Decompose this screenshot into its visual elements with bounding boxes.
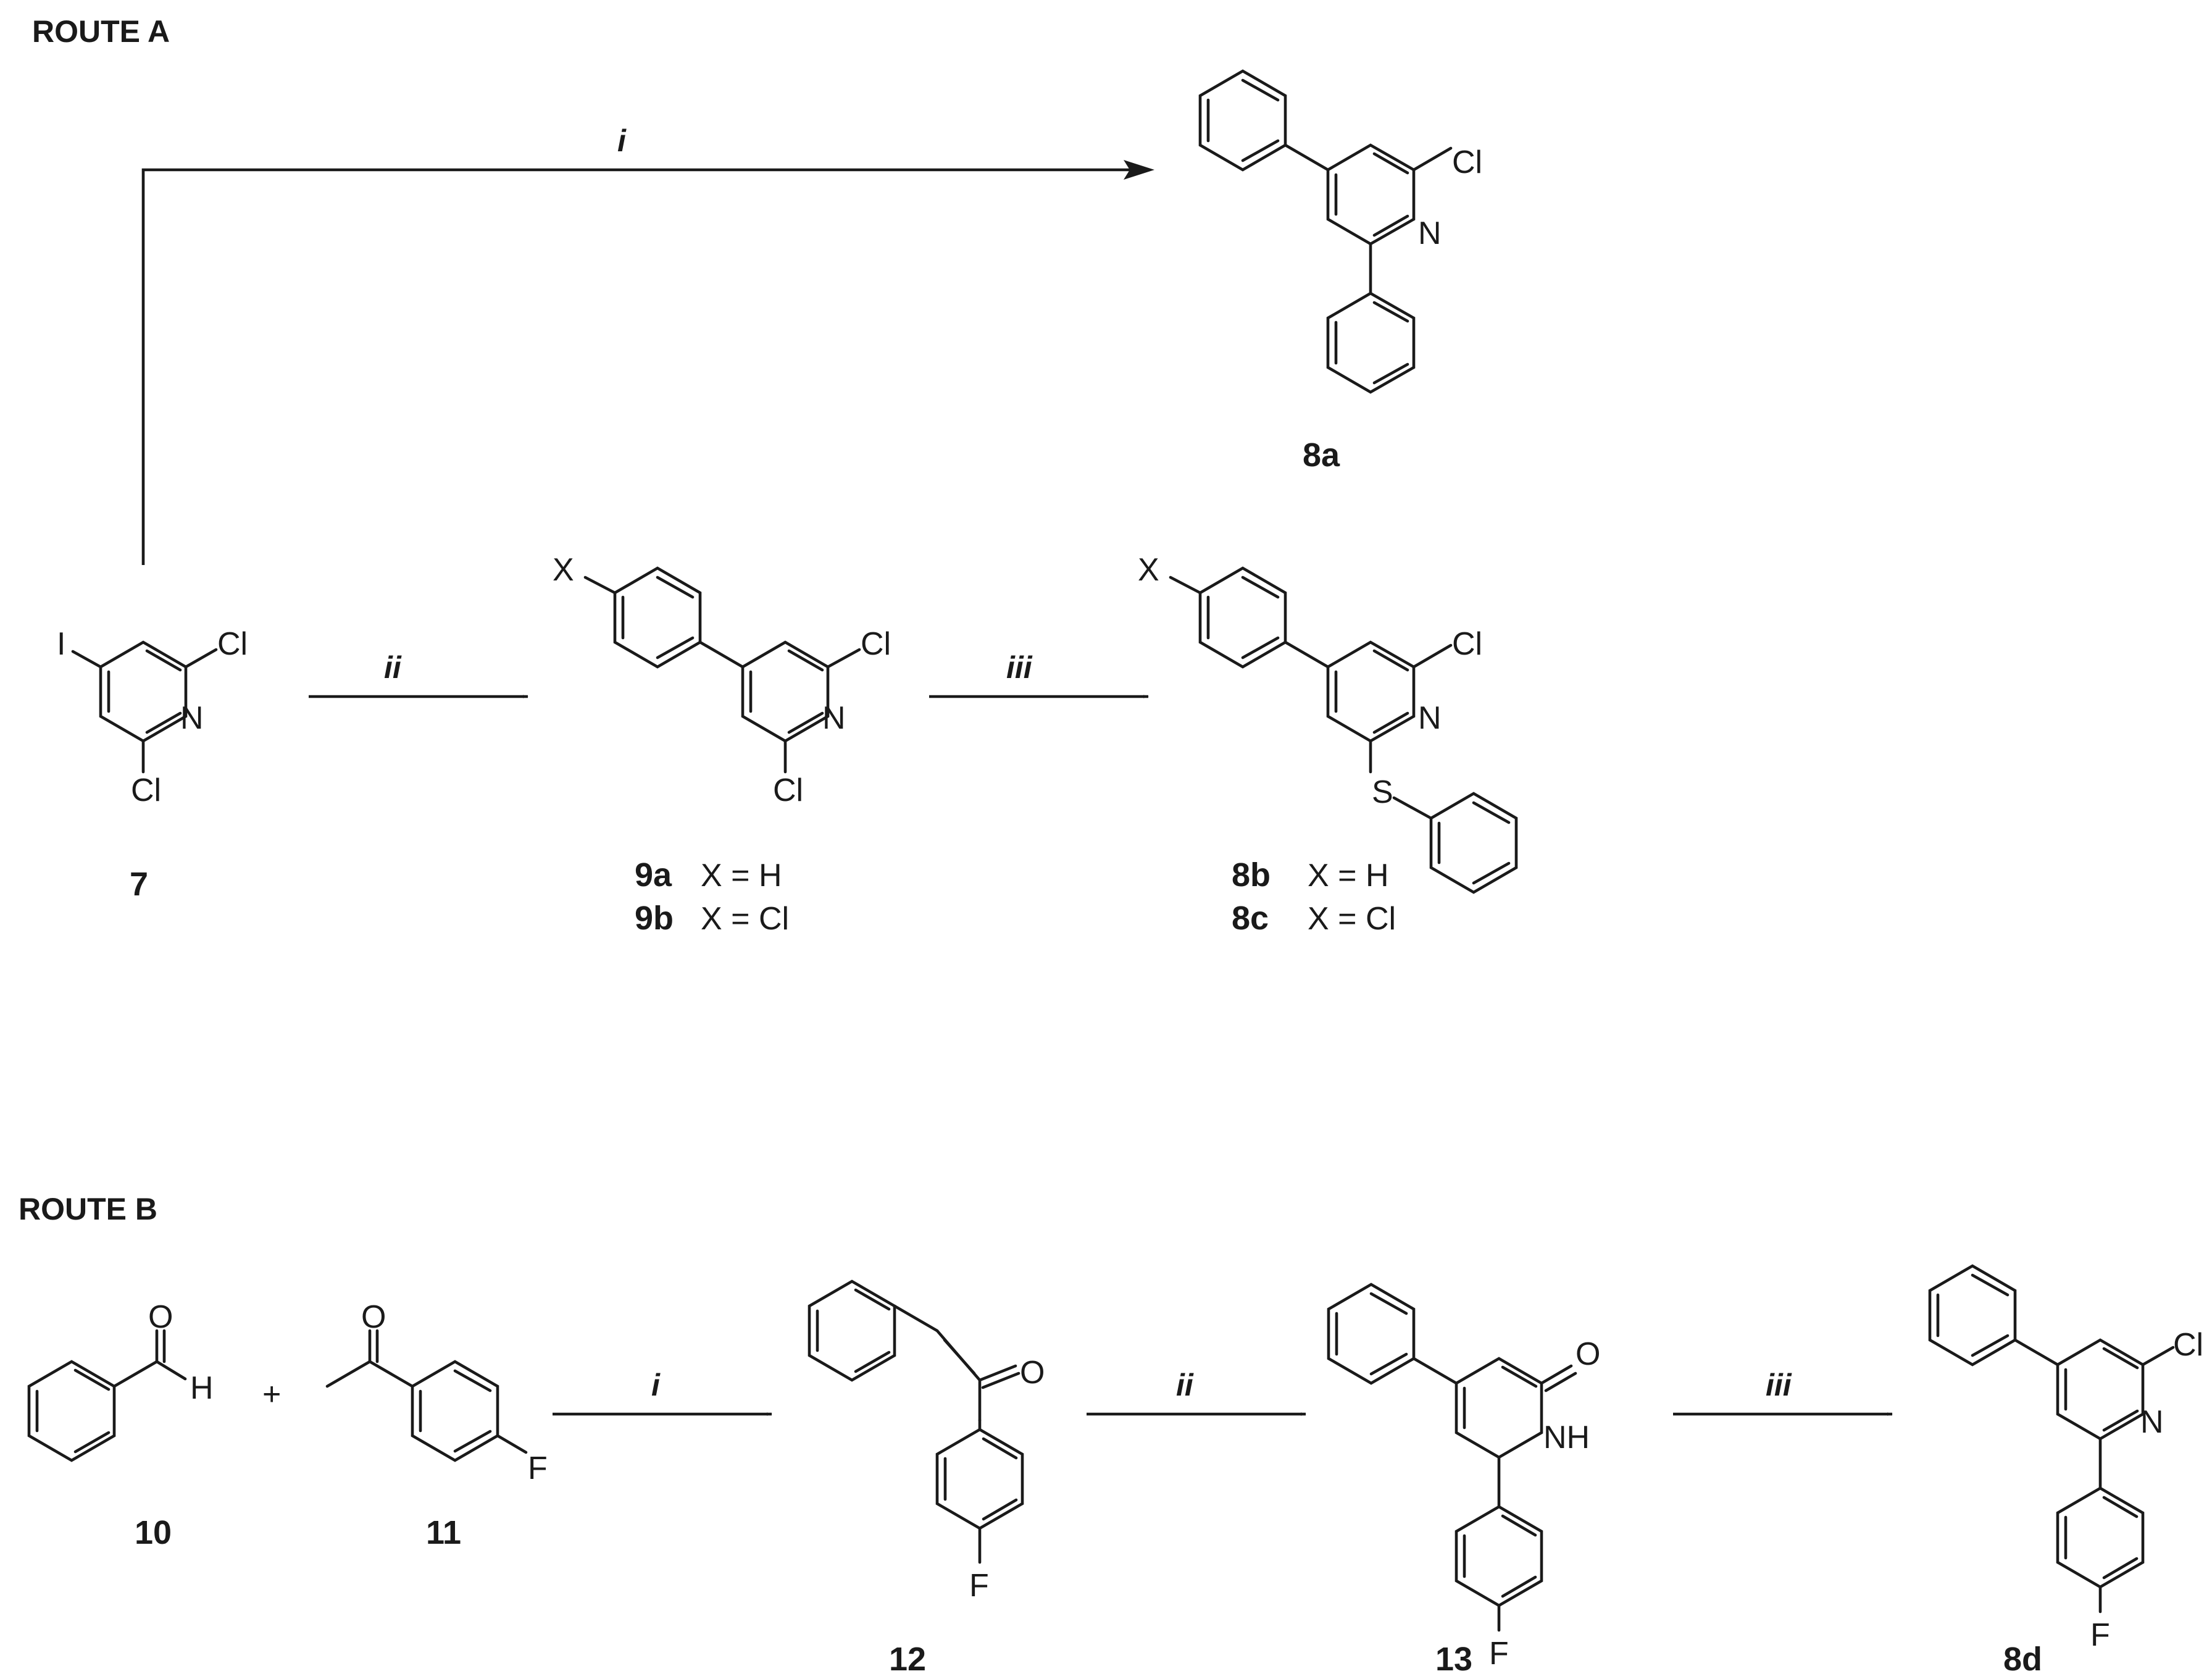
compound-8b-label: 8b — [1232, 856, 1271, 894]
compound-12: O F — [808, 1279, 1045, 1604]
atom-S: S — [1372, 774, 1393, 810]
route-b-step-i-label: i — [651, 1368, 661, 1402]
route-a-step-ii-label: ii — [384, 650, 402, 685]
compound-8d: Cl N F — [1928, 1264, 2203, 1653]
atom-I: I — [57, 626, 65, 662]
atom-Cl-top: Cl — [861, 626, 891, 662]
atom-F: F — [528, 1451, 548, 1486]
atom-NH: NH — [1543, 1420, 1590, 1455]
atom-N: N — [1418, 700, 1442, 736]
compound-8a: Cl N — [1198, 69, 1482, 394]
atom-O: O — [361, 1299, 386, 1335]
compound-9b-x-definition: X = Cl — [701, 901, 789, 937]
compound-8b-x-definition: X = H — [1308, 858, 1389, 894]
route-a-title: ROUTE A — [32, 14, 170, 49]
compound-11-label: 11 — [426, 1514, 461, 1551]
atom-O: O — [1576, 1336, 1600, 1372]
compound-9a-label: 9a — [635, 856, 672, 894]
compound-12-label: 12 — [889, 1641, 926, 1678]
atom-F: F — [2090, 1617, 2110, 1653]
atom-N: N — [2140, 1404, 2164, 1440]
atom-N: N — [180, 700, 204, 736]
atom-N: N — [822, 700, 846, 736]
atom-F: F — [969, 1568, 989, 1604]
route-a-step-i-label: i — [617, 124, 627, 158]
compound-9a-x-definition: X = H — [701, 858, 782, 894]
atom-X: X — [1138, 552, 1159, 588]
compound-10: O H — [27, 1299, 214, 1462]
compound-10-label: 10 — [135, 1514, 172, 1551]
compound-13: O NH F — [1327, 1283, 1600, 1672]
atom-N: N — [1418, 216, 1442, 251]
route-a-step-iii-label: iii — [1006, 650, 1033, 685]
atom-Cl-bottom: Cl — [131, 773, 161, 808]
route-b-title: ROUTE B — [19, 1192, 157, 1226]
plus-sign: + — [262, 1376, 281, 1412]
compound-11: O F — [325, 1299, 548, 1486]
atom-F: F — [1489, 1636, 1509, 1672]
atom-X: X — [553, 552, 574, 588]
atom-O: O — [148, 1299, 173, 1335]
compound-8c-x-definition: X = Cl — [1308, 901, 1396, 937]
compound-9b-label: 9b — [635, 900, 674, 937]
compound-8a-label: 8a — [1303, 437, 1340, 474]
compound-9: X Cl N Cl — [553, 552, 891, 808]
route-b-step-iii-label: iii — [1766, 1368, 1792, 1402]
atom-Cl-bottom: Cl — [773, 773, 803, 808]
atom-H: H — [190, 1370, 214, 1406]
atom-Cl: Cl — [1452, 144, 1482, 180]
atom-O: O — [1020, 1355, 1045, 1391]
compound-8c-label: 8c — [1232, 900, 1269, 937]
compound-7: I Cl N Cl — [57, 626, 248, 808]
atom-Cl: Cl — [2173, 1327, 2203, 1363]
compound-8d-label: 8d — [2003, 1641, 2042, 1678]
compound-13-label: 13 — [1435, 1641, 1472, 1678]
atom-Cl: Cl — [1452, 626, 1482, 662]
compound-8bc: X Cl N S — [1138, 552, 1518, 894]
route-b-step-ii-label: ii — [1176, 1368, 1194, 1402]
compound-7-label: 7 — [130, 866, 148, 903]
route-a-step-i-arrow — [141, 160, 1154, 565]
atom-Cl-top: Cl — [217, 626, 248, 662]
